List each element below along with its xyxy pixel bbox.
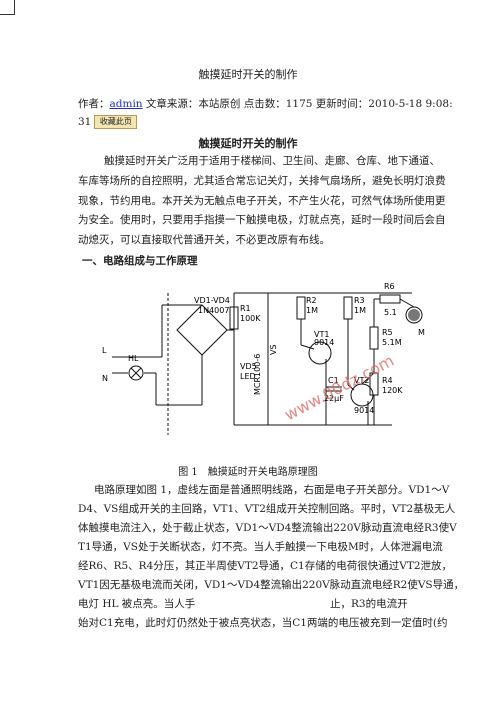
label-LED: LED [240, 372, 256, 381]
article-meta: 作者：admin 文章来源：本站原创 点击数：1175 更新时间：2010-5-… [78, 96, 453, 111]
figure-caption: 图 1 触摸延时开关电路原理图 [178, 467, 318, 478]
label-R1-value: 100K [240, 314, 261, 323]
body-line-1: 电路原理如图 1，虚线左面是普通照明线路，右面是电子开关部分。VD1～V [94, 484, 450, 496]
body-line-2: D4、VS组成开关的主回路，VT1、VT2组成开关控制回路。平时，VT2基极无人 [78, 503, 456, 515]
label-R5: R5 [382, 328, 393, 337]
label-HL: HL [128, 354, 139, 363]
intro-line-5: 动熄灭，可以直接取代普通开关，不必更改原有布线。 [78, 234, 330, 246]
section-heading: 一、电路组成与工作原理 [82, 255, 198, 267]
label-C1: C1 [328, 376, 339, 385]
intro-line-2: 车库等场所的自控照明，尤其适合常忘记关灯，关排气扇场所，避免长明灯浪费 [78, 175, 446, 187]
label-L: L [102, 346, 107, 355]
label-VT2-part: 9014 [354, 406, 374, 415]
circuit-diagram: VD1-VD4 1N4007 L N HL R1 100K MCR100-6 V… [102, 282, 425, 435]
label-mcr: MCR100-6 [253, 354, 262, 395]
label-VS: VS [269, 344, 278, 355]
label-VT2: VT2 [354, 376, 369, 385]
author-label: 作者： [78, 98, 110, 110]
label-R1: R1 [240, 304, 251, 313]
label-R4: R4 [382, 376, 393, 385]
meta-details: 文章来源：本站原创 点击数：1175 更新时间：2010-5-18 9:08: [142, 98, 453, 110]
body-line-3: 体触摸电流注入，处于截止状态，VD1～VD4整流输出220V脉动直流电经R3使V [78, 522, 457, 534]
label-N: N [102, 374, 108, 383]
label-vd: VD1-VD4 [194, 296, 230, 305]
intro-line-3: 现象，节约用电。本开关为无触点电子开关，不产生火花，可然气体场所使用更 [78, 195, 446, 207]
body-line-7a: 电灯 HL 被点亮。当人手 [78, 598, 196, 610]
label-R4-value: 120K [382, 386, 403, 395]
label-R6: R6 [384, 282, 395, 291]
label-VD5: VD5 [240, 362, 257, 371]
article-heading: 触摸延时开关的制作 [198, 137, 298, 150]
label-M: M [418, 328, 425, 337]
body-line-4: T1导通，VS处于关断状态，灯不亮。当人手触摸一下电极M时，人体泄漏电流 [78, 541, 443, 553]
label-R2-value: 1M [306, 306, 318, 315]
intro-line-4: 为安全。使用时，只要用手指摸一下触摸电极，灯就点亮，延时一段时间后会自 [78, 214, 446, 226]
label-R5-value: 5.1M [382, 338, 402, 347]
label-VT1: VT1 [314, 330, 329, 339]
label-R6-value: 5.1 [384, 308, 397, 317]
body-line-7b: 止，R3的电流开 [330, 598, 408, 610]
author-link[interactable]: admin [109, 98, 143, 110]
label-R3-value: 1M [354, 306, 366, 315]
meta-seconds: 31 [78, 116, 92, 128]
label-vd-part: 1N4007 [198, 306, 229, 315]
page-corner-mark [0, 0, 15, 15]
intro-line-1: 触摸延时开关广泛用于适用于楼梯间、卫生间、走廊、仓库、地下通道、 [104, 155, 440, 167]
label-VT1-part: 9014 [314, 338, 334, 347]
label-C1-value: 22μF [324, 394, 344, 403]
label-R3: R3 [354, 296, 365, 305]
body-line-8: 始对C1充电，此时灯仍然处于被点亮状态，当C1两端的电压被充到一定值时(约 [78, 617, 448, 629]
watermark-text: www.00dz.com [281, 351, 397, 425]
body-line-5: 经R6、R5、R4分压，其正半周使VT2导通，C1存储的电荷很快通过VT2泄放， [78, 560, 453, 572]
body-line-6: VT1因无基极电流而关闭，VD1～VD4整流输出220V脉动直流电经R2使VS导… [78, 579, 465, 591]
favorite-button[interactable]: 收藏此页 [94, 115, 138, 129]
label-R2: R2 [306, 296, 317, 305]
article-title: 触摸延时开关的制作 [198, 68, 298, 81]
